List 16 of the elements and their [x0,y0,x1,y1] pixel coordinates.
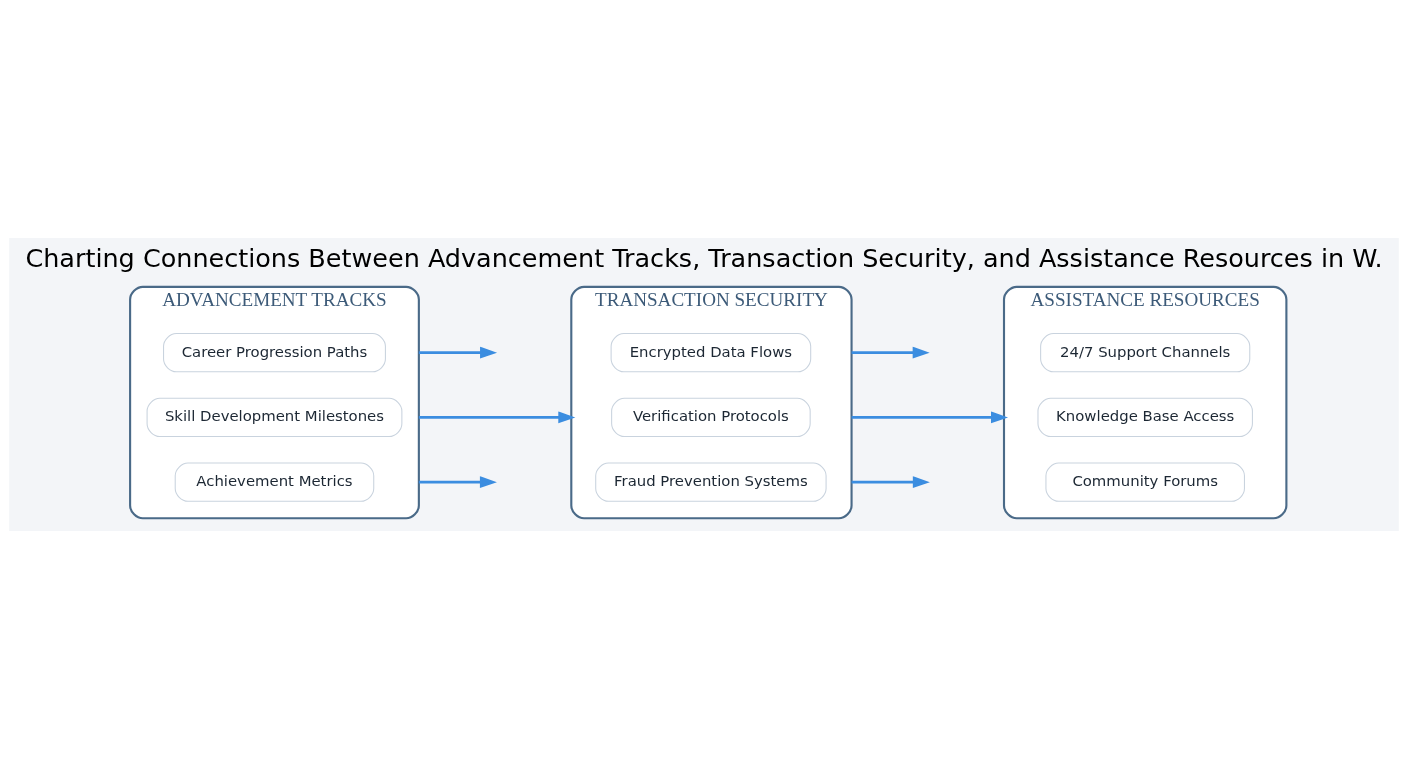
node-box: Verification Protocols [611,397,811,437]
node-box: Achievement Metrics [174,462,375,502]
node-box: Encrypted Data Flows [610,332,812,372]
node-box: Community Forums [1045,462,1245,502]
arrow [418,475,497,488]
arrow [851,346,930,359]
node-box: Fraud Prevention Systems [595,462,827,502]
node-box: Skill Development Milestones [146,397,403,437]
arrow [851,475,930,488]
arrow [418,346,498,359]
arrow [851,410,1008,423]
arrow [418,410,576,423]
node-box: Knowledge Base Access [1037,397,1253,437]
node-box: Career Progression Paths [163,332,386,372]
diagram-title: Charting Connections Between Advancement Tracks, Transaction Security, and Assistance Resources in W. [25,242,1383,273]
node-box: 24/7 Support Channels [1040,332,1251,372]
